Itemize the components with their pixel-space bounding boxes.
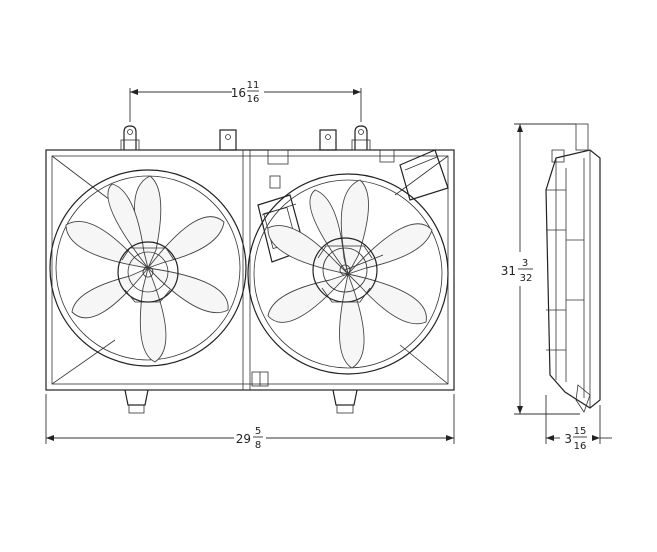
dim-overall-width-den: 8 [255,440,261,451]
dim-fan-spacing: 16 11 16 [129,80,362,122]
dim-overall-height-den: 32 [520,273,533,284]
connector-top [267,149,395,189]
dim-overall-height-num: 3 [522,258,528,269]
fan-left-ring [49,169,247,367]
dim-overall-width: 29 5 8 [45,394,455,451]
fan-left-blades [65,175,229,363]
side-mount-tab [575,123,589,151]
resistor-box [399,149,449,201]
fan-right-ring [247,173,449,375]
dim-depth: 3 15 16 [545,395,612,452]
fan-right-blades [267,179,433,369]
dim-overall-height-whole: 31 [501,264,516,278]
mount-tab-left [120,125,140,151]
dim-depth-whole: 3 [564,432,572,446]
dim-depth-num: 15 [574,426,587,437]
dim-fan-spacing-num: 11 [247,80,260,91]
dim-overall-height: 31 3 32 [501,123,580,415]
fan-right [247,173,449,375]
mount-tab-center-right [319,129,337,151]
mount-tab-center-left [219,129,237,151]
fan-left [49,169,247,367]
mount-leg-left [124,389,149,414]
dim-overall-width-num: 5 [255,426,261,437]
dim-overall-width-whole: 29 [236,432,251,446]
side-view [545,123,601,413]
dim-fan-spacing-den: 16 [247,94,260,105]
dim-depth-den: 16 [574,441,587,452]
dim-fan-spacing-whole: 16 [231,86,246,100]
side-shroud [545,149,601,409]
front-view [45,125,455,414]
mount-leg-right [332,389,358,414]
mount-tab-right [351,125,371,151]
connector-bottom [251,371,269,387]
